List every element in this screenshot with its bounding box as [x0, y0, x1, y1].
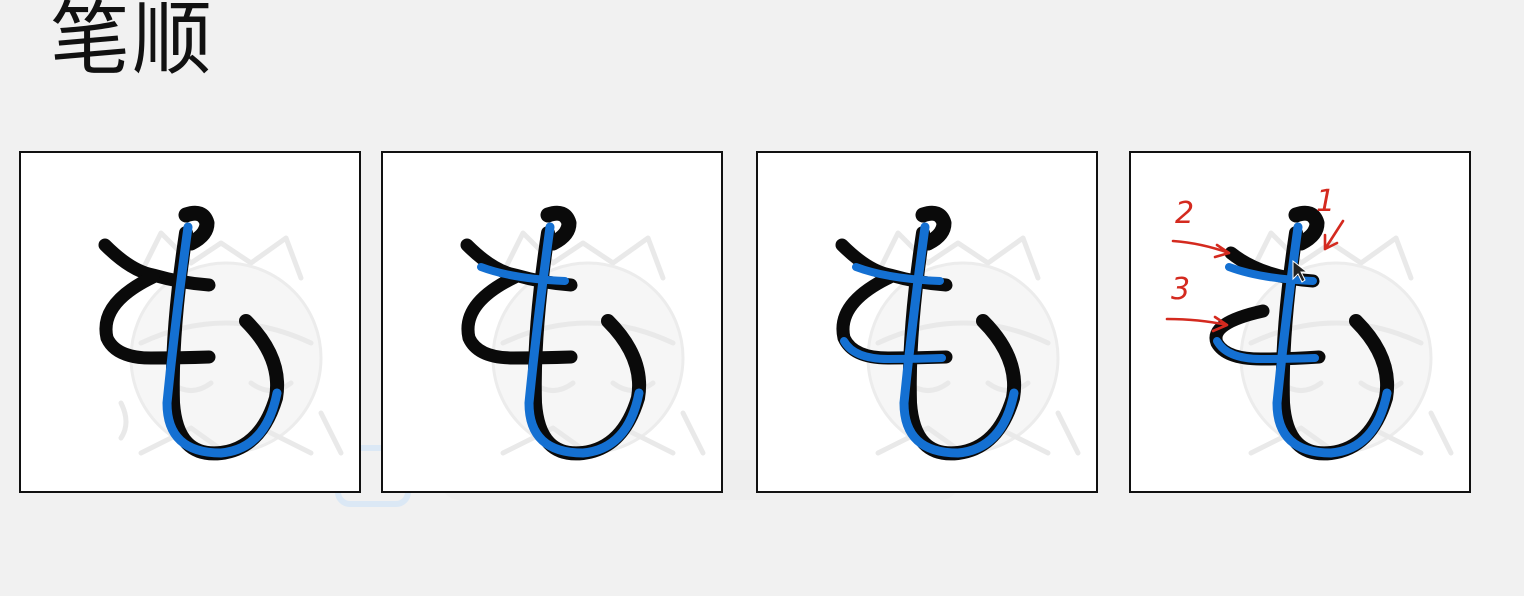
glyph-canvas-3 — [835, 205, 1081, 461]
watermark-mascot — [866, 230, 1081, 456]
glyph-canvas-1 — [98, 205, 344, 461]
glyph-canvas-4: 1 2 3 — [1165, 184, 1454, 461]
stroke-trace-1 — [162, 222, 282, 458]
stroke-trace-2 — [477, 222, 644, 458]
stroke-panel-3 — [756, 151, 1098, 493]
annotation-number-3: 3 — [1171, 272, 1190, 307]
annotation-arrow-1 — [1323, 219, 1345, 251]
annotation-arrow-2 — [1171, 239, 1231, 259]
stroke-trace-3 — [840, 222, 1019, 458]
cursor-icon — [1292, 259, 1309, 283]
red-annotations: 1 2 3 — [1165, 184, 1345, 333]
stroke-panel-1 — [19, 151, 361, 493]
watermark-mascot — [1239, 230, 1454, 456]
watermark-mascot — [491, 230, 706, 456]
watermark-mascot — [118, 230, 344, 456]
annotation-number-1: 1 — [1316, 184, 1335, 219]
stroke-panel-4: 1 2 3 — [1129, 151, 1471, 493]
annotation-arrow-3 — [1165, 315, 1229, 333]
annotation-number-2: 2 — [1175, 196, 1194, 231]
page-title: 笔顺 — [50, 0, 214, 86]
glyph-canvas-2 — [460, 205, 706, 461]
stroke-panel-2 — [381, 151, 723, 493]
